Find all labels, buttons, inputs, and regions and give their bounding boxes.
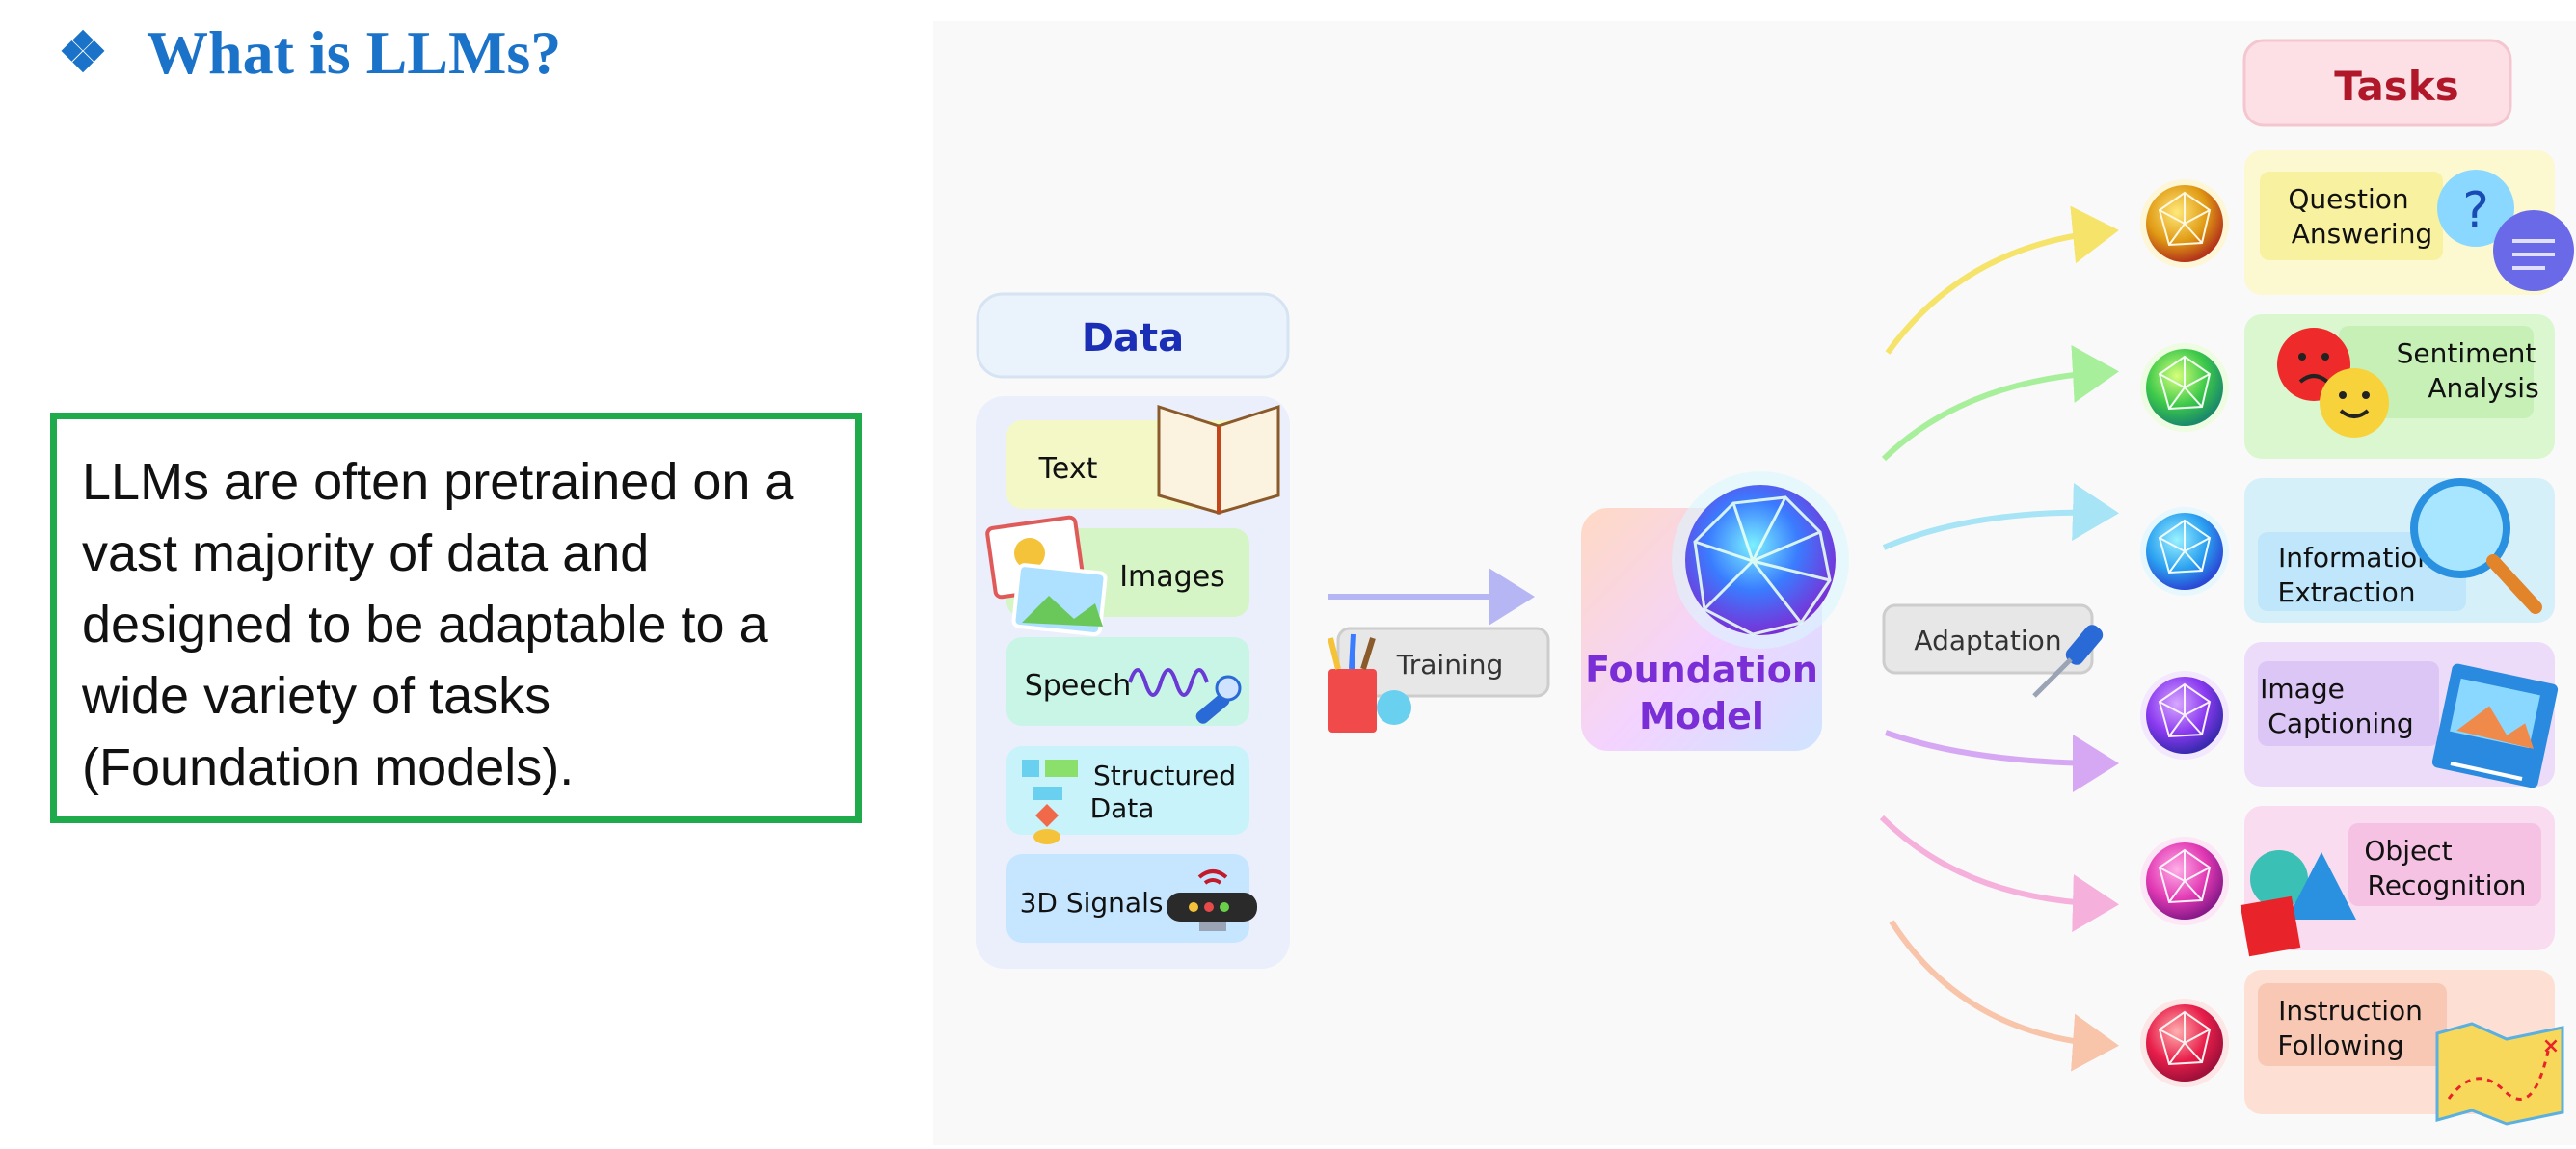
data-item-3dsignals: 3D Signals xyxy=(1020,887,1164,919)
shapes-icon xyxy=(2240,850,2356,957)
data-item-speech: Speech xyxy=(1025,669,1132,703)
task-ball-1-icon xyxy=(2140,179,2229,268)
data-header-box xyxy=(976,292,1290,379)
picture-caption-icon xyxy=(2431,663,2559,788)
training-label: Training xyxy=(1396,649,1503,681)
description-box: LLMs are often pretrained on a vast majo… xyxy=(50,413,862,823)
screwdriver-icon xyxy=(2032,625,2104,698)
data-item-speech-box xyxy=(1006,637,1249,726)
treasure-map-icon: × xyxy=(2435,1022,2564,1126)
magnifier-icon xyxy=(2410,478,2542,614)
data-item-text: Text xyxy=(1038,452,1098,486)
task-label-bg xyxy=(2258,661,2439,746)
sensor-icon xyxy=(1167,869,1257,931)
question-chat-icon: ? xyxy=(2437,170,2574,291)
tasks-header-box xyxy=(2242,39,2512,127)
task-ball-4-icon xyxy=(2140,671,2229,760)
book-icon xyxy=(1157,404,1280,515)
microphone-icon xyxy=(1128,668,1242,724)
diamond-bullet-icon: ❖ xyxy=(58,21,108,84)
slide-title: ❖ What is LLMs? xyxy=(58,17,561,89)
task-ball-3-icon xyxy=(2140,507,2229,596)
arrow-to-task-2 xyxy=(1881,344,2119,462)
arrow-to-task-5 xyxy=(1879,815,2119,933)
task-label-bg xyxy=(2260,172,2443,260)
arrow-to-task-4 xyxy=(1885,730,2119,792)
flowchart-icon xyxy=(1022,760,1078,844)
arrow-to-task-3 xyxy=(1882,482,2119,550)
data-item-images: Images xyxy=(1119,560,1225,594)
task-label-bg xyxy=(2258,983,2447,1066)
tasks-header-label: Tasks xyxy=(2334,63,2459,110)
description-text: LLMs are often pretrained on a vast majo… xyxy=(82,453,794,796)
neural-globe-icon xyxy=(1672,471,1849,649)
slide-title-text: What is LLMs? xyxy=(147,18,562,87)
adaptation-label: Adaptation xyxy=(1914,625,2061,656)
images-icon xyxy=(985,515,1108,637)
svg-text:×: × xyxy=(2542,1034,2560,1058)
task-label-bg xyxy=(2348,823,2541,906)
arrow-to-task-1 xyxy=(1885,205,2119,355)
svg-text:?: ? xyxy=(2462,182,2489,240)
paint-cup-icon xyxy=(1328,633,1411,733)
task-ball-5-icon xyxy=(2140,837,2229,925)
emoji-faces-icon xyxy=(2277,328,2389,438)
task-ball-2-icon xyxy=(2140,343,2229,432)
data-header-label: Data xyxy=(1082,316,1184,361)
task-ball-6-icon xyxy=(2140,999,2229,1087)
arrow-to-task-6 xyxy=(1889,920,2119,1072)
task-label-bg xyxy=(2258,532,2466,611)
